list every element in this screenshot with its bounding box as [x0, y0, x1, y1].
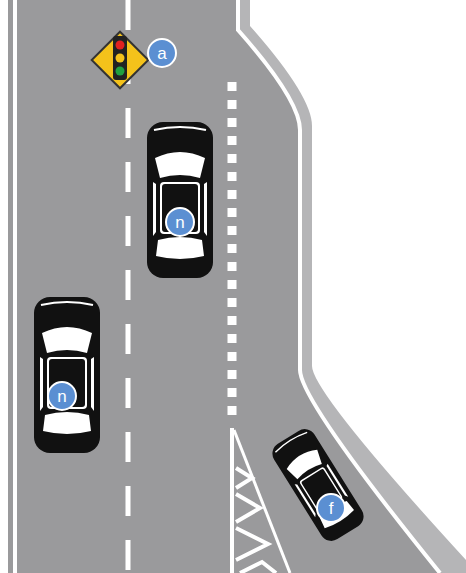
road-shoulder — [238, 0, 466, 573]
callout-circle: n — [165, 207, 195, 237]
callout-letter: n — [57, 388, 66, 405]
car — [34, 297, 100, 453]
callout-letter: n — [175, 214, 184, 231]
signal-ahead-sign — [92, 32, 149, 89]
callout-letter: a — [157, 45, 166, 62]
merging-car — [268, 425, 368, 545]
callout-circle: f — [316, 493, 346, 523]
lane-line — [126, 0, 131, 573]
callout-circle: n — [47, 381, 77, 411]
edge-line — [13, 0, 17, 573]
merge-dotted-line — [228, 82, 237, 418]
car — [147, 122, 213, 278]
callout-letter: f — [329, 500, 334, 517]
ramp-edge-line — [238, 0, 440, 573]
gore-line — [230, 428, 234, 573]
callout-circle: a — [147, 38, 177, 68]
